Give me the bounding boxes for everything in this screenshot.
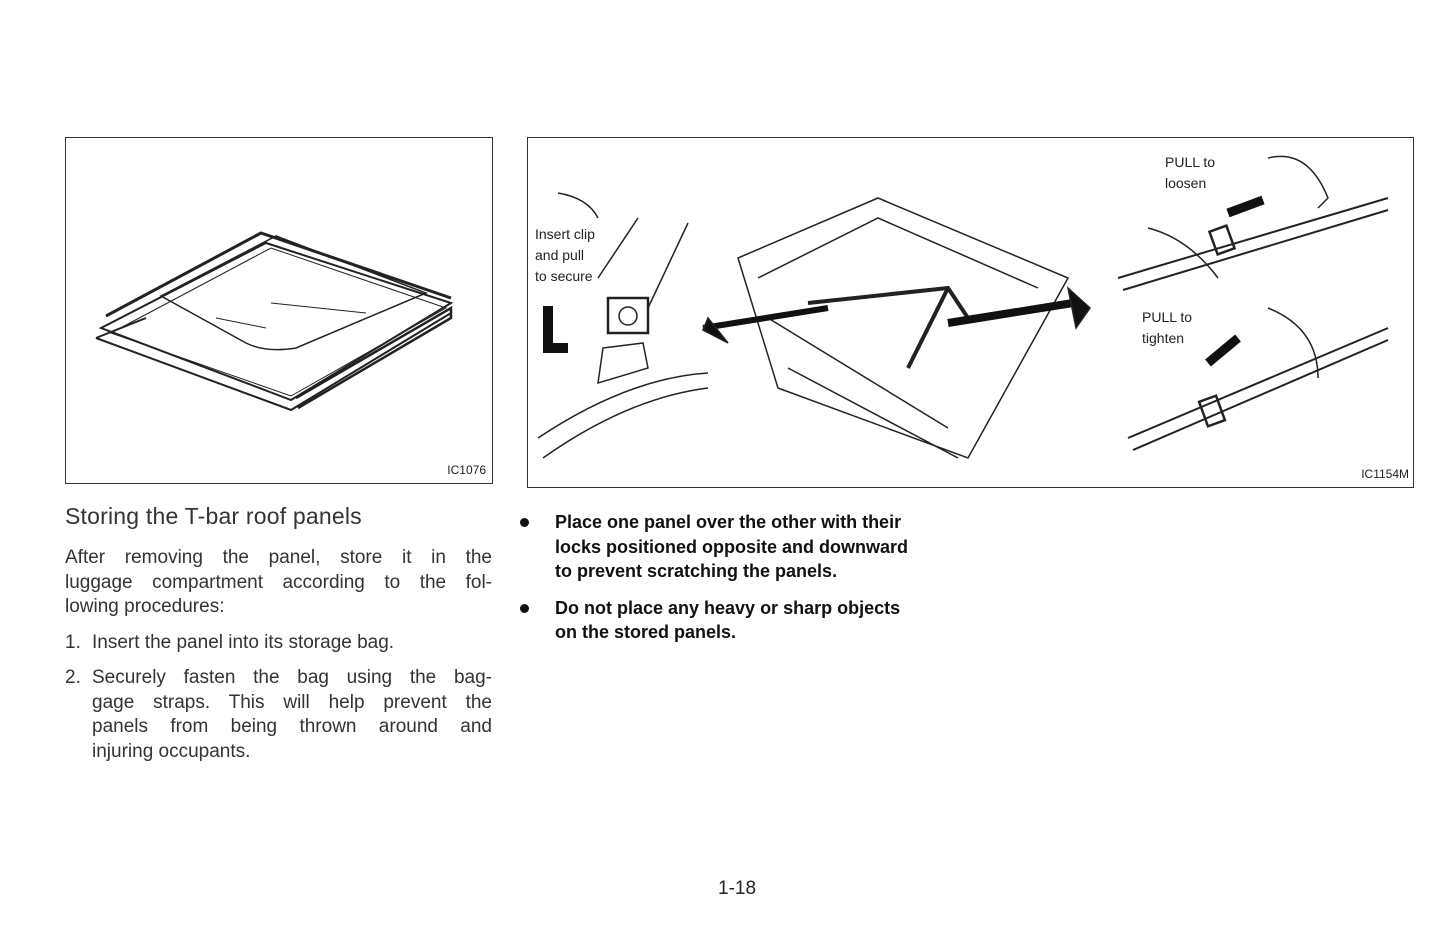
text-line: to prevent scratching the panels. <box>555 561 838 581</box>
text-line: luggage compartment according to the fol… <box>65 571 492 593</box>
text-line: Place one panel over the other with thei… <box>555 512 902 532</box>
luggage-illustration <box>537 155 1389 459</box>
arrow-left-icon <box>702 316 729 344</box>
text-line: panels from being thrown around and <box>92 716 492 737</box>
callout-line: tighten <box>1142 330 1185 346</box>
step-number: 1. <box>65 631 81 653</box>
step-item: 1. Insert the panel into its storage bag… <box>65 631 492 656</box>
callout-pull-loosen: PULL to loosen <box>1165 152 1215 194</box>
callout-line: PULL to <box>1165 154 1216 170</box>
figure-luggage-straps: Insert clip and pull to secure PULL to l… <box>527 137 1414 488</box>
callout-line: and pull <box>535 247 585 263</box>
text-line: Securely fasten the bag using the bag- <box>92 667 492 688</box>
figure-code: IC1076 <box>447 463 486 477</box>
figure-code: IC1154M <box>1361 467 1409 481</box>
intro-paragraph: After removing the panel, store it in th… <box>65 546 492 620</box>
callout-pull-tighten: PULL to tighten <box>1142 307 1192 349</box>
text-line: Insert the panel into its storage bag. <box>92 631 395 653</box>
bullet-item: Do not place any heavy or sharp objects … <box>520 596 955 645</box>
arrow-tighten-icon <box>1205 334 1241 367</box>
caution-bullets: Place one panel over the other with thei… <box>520 510 955 657</box>
arrow-right-icon <box>1066 285 1091 330</box>
callout-line: to secure <box>535 268 593 284</box>
callout-line: Insert clip <box>535 226 595 242</box>
page-number: 1-18 <box>718 878 757 899</box>
section-title: Storing the T-bar roof panels <box>65 503 362 529</box>
arrow-loosen-icon <box>1226 195 1265 218</box>
callout-line: PULL to <box>1142 309 1193 325</box>
text-line: on the stored panels. <box>555 622 737 642</box>
roof-panels-illustration <box>95 231 454 412</box>
text-line: After removing the panel, store it in th… <box>65 547 492 568</box>
text-line: gage straps. This will help prevent the <box>92 691 492 713</box>
bullet-item: Place one panel over the other with thei… <box>520 510 955 584</box>
clip-icon <box>606 296 650 335</box>
figure-roof-panels: IC1076 <box>65 137 493 484</box>
callout-insert-clip: Insert clip and pull to secure <box>535 224 595 287</box>
text-line: Do not place any heavy or sharp objects <box>555 597 901 618</box>
step-number: 2. <box>65 667 81 688</box>
bullet-icon <box>520 603 529 613</box>
text-line: lowing procedures: <box>65 596 225 617</box>
section-body: After removing the panel, store it in th… <box>65 546 492 775</box>
text-line: locks positioned opposite and downward <box>555 536 909 557</box>
text-line: injuring occupants. <box>92 740 251 762</box>
arrow-down-icon <box>543 306 568 353</box>
bullet-icon <box>520 518 529 527</box>
callout-line: loosen <box>1165 175 1207 191</box>
step-item: 2. Securely fasten the bag using the bag… <box>65 666 492 764</box>
